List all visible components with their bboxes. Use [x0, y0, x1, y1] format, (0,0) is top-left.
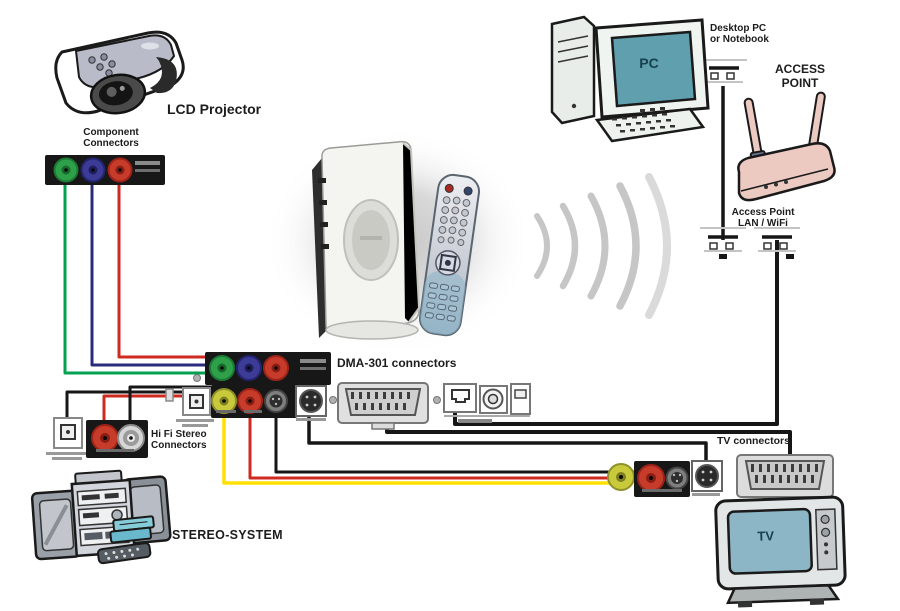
- lcd-projector-label: LCD Projector: [167, 101, 262, 117]
- cable-component-green: [63, 180, 222, 375]
- projector-lens: [89, 73, 147, 115]
- tv-screen-label: TV: [757, 528, 774, 544]
- cable-svideo-black: [307, 412, 708, 465]
- cable-component-red: [117, 180, 276, 359]
- screw-dot: [433, 396, 441, 404]
- tv-connectors-label: TV connectors: [717, 435, 790, 447]
- lcd-projector-illustration: [54, 30, 185, 115]
- dma-remote-control: [419, 173, 480, 337]
- cable-optical-black: [65, 390, 197, 420]
- hifi-connectors-label: Hi Fi Stereo Connectors: [151, 429, 207, 451]
- side-glyph: [165, 388, 174, 402]
- cassette-tapes: [109, 515, 155, 544]
- access-point-label: ACCESS POINT: [774, 62, 825, 90]
- access-point-illustration: [737, 91, 836, 202]
- tv-illustration: TV: [714, 495, 847, 608]
- rj45-jack: [451, 389, 470, 403]
- dma-lower-connectors: [165, 374, 531, 430]
- power-connector: [510, 383, 531, 415]
- tv-scart-in: [736, 454, 834, 504]
- cable-audio-black: [274, 410, 676, 474]
- projector-component-strip: [45, 155, 165, 185]
- desktop-pc-label: Desktop PC or Notebook: [710, 23, 769, 45]
- cable-video-yellow: [222, 410, 621, 485]
- access-point-lan-label: Access Point LAN / WiFi: [731, 207, 795, 229]
- ap-antenna-right: [808, 91, 826, 152]
- component-connectors-label: Component Connectors: [83, 127, 139, 149]
- dma-svideo-out: [295, 385, 327, 421]
- cable-audio-red: [248, 410, 650, 480]
- ap-antenna-left: [743, 97, 763, 157]
- tv-screen: [726, 507, 813, 575]
- dma-optical-out: [176, 387, 214, 427]
- dma-lan-power-group: [443, 383, 531, 423]
- pc-screen: [610, 30, 697, 108]
- pc-lan-jack-symbol: [701, 59, 747, 83]
- tv-svideo-in: [691, 460, 723, 496]
- cable-component-blue: [90, 180, 249, 367]
- dma-component-strip: [205, 352, 331, 385]
- dma-301-device: [312, 140, 480, 340]
- dma-scart-out: [337, 382, 429, 430]
- pc-illustration: PC: [550, 15, 710, 143]
- screw-dot: [329, 396, 337, 404]
- stereo-system-label: STEREO-SYSTEM: [172, 528, 283, 542]
- stereo-center-unit: [70, 469, 136, 558]
- tv-connector-group: [607, 454, 834, 504]
- stereo-remote: [96, 542, 152, 565]
- pc-screen-label: PC: [639, 55, 658, 71]
- dma-connectors-label: DMA-301 connectors: [337, 356, 457, 370]
- wireless-signal-arcs: [534, 173, 671, 319]
- hifi-connectors: [46, 417, 148, 460]
- ap-lan-jack-symbol-right: [754, 227, 800, 259]
- stereo-system-illustration: [30, 469, 172, 565]
- ap-lan-jack-symbol-left: [700, 227, 746, 259]
- screw-dot: [193, 374, 201, 382]
